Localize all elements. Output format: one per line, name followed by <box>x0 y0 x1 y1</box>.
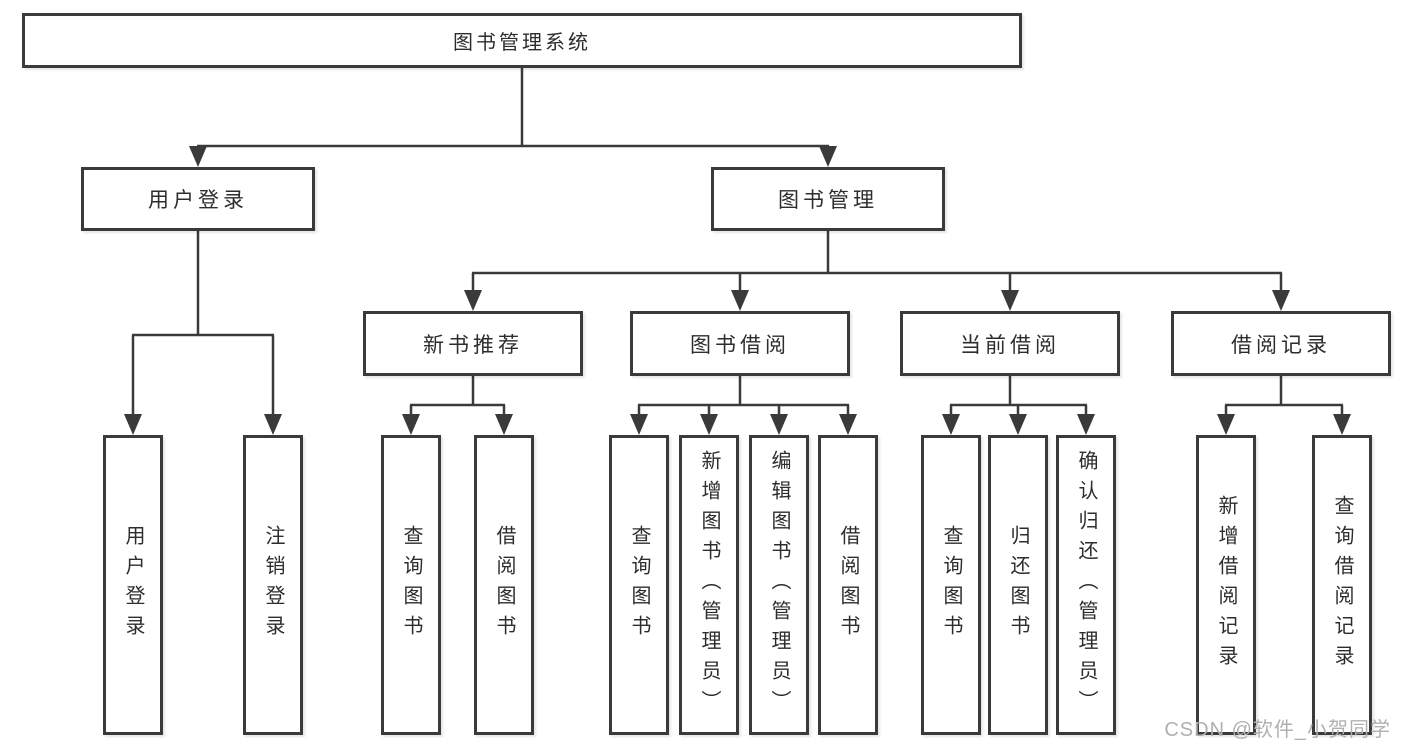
leaf-label: 确认归还（管理员） <box>1075 450 1097 720</box>
leaf-user-login: 用户登录 <box>103 435 163 735</box>
leaf-label: 归还图书 <box>1007 525 1029 645</box>
leaf-borrow-books: 借阅图书 <box>818 435 878 735</box>
leaf-label: 查询图书 <box>940 525 962 645</box>
node-label: 当前借阅 <box>960 333 1060 357</box>
leaf-logout: 注销登录 <box>243 435 303 735</box>
leaf-query-books-recommend: 查询图书 <box>381 435 441 735</box>
leaf-label: 查询借阅记录 <box>1331 495 1353 675</box>
watermark: CSDN @软件_小贺同学 <box>1164 719 1391 741</box>
node-user-login: 用户登录 <box>81 167 315 231</box>
node-label: 图书借阅 <box>690 333 790 357</box>
node-root: 图书管理系统 <box>22 13 1022 68</box>
node-borrowing-records: 借阅记录 <box>1171 311 1391 376</box>
leaf-label: 注销登录 <box>262 525 284 645</box>
leaf-label: 查询图书 <box>400 525 422 645</box>
node-book-management: 图书管理 <box>711 167 945 231</box>
node-label: 借阅记录 <box>1231 333 1331 357</box>
leaf-label: 借阅图书 <box>837 525 859 645</box>
leaf-label: 查询图书 <box>628 525 650 645</box>
leaf-query-books-borrow: 查询图书 <box>609 435 669 735</box>
leaf-confirm-return-admin: 确认归还（管理员） <box>1056 435 1116 735</box>
leaf-label: 新增图书（管理员） <box>698 450 720 720</box>
node-label: 新书推荐 <box>423 333 523 357</box>
leaf-borrow-books-recommend: 借阅图书 <box>474 435 534 735</box>
node-current-borrowing: 当前借阅 <box>900 311 1120 376</box>
node-root-label: 图书管理系统 <box>453 32 591 54</box>
leaf-add-borrow-record: 新增借阅记录 <box>1196 435 1256 735</box>
node-label: 图书管理 <box>778 189 878 212</box>
leaf-edit-book-admin: 编辑图书（管理员） <box>749 435 809 735</box>
leaf-return-books: 归还图书 <box>988 435 1048 735</box>
leaf-label: 新增借阅记录 <box>1215 495 1237 675</box>
leaf-label: 编辑图书（管理员） <box>768 450 790 720</box>
leaf-query-books-current: 查询图书 <box>921 435 981 735</box>
node-label: 用户登录 <box>148 189 248 212</box>
leaf-query-borrow-record: 查询借阅记录 <box>1312 435 1372 735</box>
node-book-borrowing: 图书借阅 <box>630 311 850 376</box>
leaf-add-book-admin: 新增图书（管理员） <box>679 435 739 735</box>
leaf-label: 用户登录 <box>122 525 144 645</box>
leaf-label: 借阅图书 <box>493 525 515 645</box>
node-new-book-recommendation: 新书推荐 <box>363 311 583 376</box>
